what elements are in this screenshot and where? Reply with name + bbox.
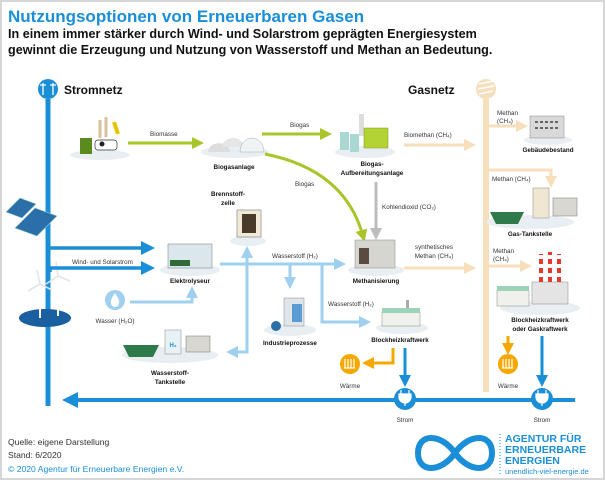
gas-station-label: Gas-Tankstelle (508, 231, 553, 238)
source-text: Quelle: eigene Darstellung (8, 437, 109, 447)
power-plant-label-2: oder Gaskraftwerk (512, 326, 568, 333)
hydrogen-flow-label: Wasserstoff (H₂) (272, 253, 318, 260)
buildings-icon (524, 115, 572, 145)
biogas-upgrading-label-2: Aufbereitungsanlage (341, 170, 404, 177)
biogas-upgrading-icon (335, 114, 395, 158)
methanation-icon (348, 239, 404, 276)
water-label: Wasser (H₂O) (96, 318, 135, 325)
power-grid-icon (38, 79, 58, 99)
hydrogen-station-label-1: Wasserstoff- (151, 370, 189, 377)
wind-turbines-icon (19, 261, 71, 327)
power-label: Strom (397, 417, 414, 424)
heat-label: Wärme (340, 383, 361, 390)
hydrogen-chp-flow-label: Wasserstoff (H₂) (328, 301, 374, 308)
power-plant-label-1: Blockheizkraftwerk (511, 317, 569, 324)
water-icon (105, 290, 125, 310)
svg-text:H₂: H₂ (170, 343, 177, 349)
chp-label: Blockheizkraftwerk (371, 337, 429, 344)
biomass-icon (70, 117, 130, 160)
logo-line-1: AGENTUR FÜR (505, 432, 582, 445)
synthetic-methane-label-1: synthetisches (415, 244, 453, 251)
hydrogen-station-label-2: Tankstelle (155, 379, 186, 386)
biogas-to-methanation-arrow (264, 152, 368, 242)
power-plant-heat-label: Wärme (498, 383, 519, 390)
methane-power-plant-label-2: (CH₄) (493, 256, 509, 263)
electrolyser-label: Elektrolyseur (170, 278, 210, 285)
heat-icon (498, 354, 518, 374)
logo-url[interactable]: unendlich-viel-energie.de (505, 467, 589, 476)
subtitle-line-2: gewinnt die Erzeugung und Nutzung von Wa… (8, 43, 492, 57)
methane-buildings-label-2: (CH₄) (497, 118, 513, 125)
solar-panels-icon (5, 197, 58, 237)
biomass-flow-label: Biomasse (150, 131, 178, 138)
biogas-plant-icon (201, 137, 269, 158)
gas-grid-icon (476, 79, 496, 99)
agency-logo[interactable]: AGENTUR FÜR ERNEUERBARE ENERGIEN unendli… (414, 432, 589, 476)
hydrogen-to-station-arrow (226, 264, 249, 358)
logo-line-2: ERNEUERBARE (505, 444, 586, 456)
chp-heat-arrow (362, 348, 395, 369)
heat-icon (340, 354, 360, 374)
power-plug-icon[interactable] (394, 388, 416, 410)
fuel-cell-label-1: Brennstoff- (211, 191, 245, 198)
biogas-flow-label: Biogas (290, 122, 309, 129)
logo-line-3: ENERGIEN (505, 455, 560, 467)
biogas-curve-label: Biogas (295, 181, 314, 188)
date-text: Stand: 6/2020 (8, 450, 62, 460)
industry-label: Industrieprozesse (263, 340, 317, 347)
buildings-label: Gebäudebestand (522, 147, 573, 154)
biomethane-flow-label: Biomethan (CH₄) (404, 132, 452, 139)
power-plug-icon[interactable] (531, 388, 553, 410)
methane-gas-station-label: Methan (CH₄) (492, 176, 531, 183)
hydrogen-to-chp-arrow (320, 264, 371, 328)
gas-station-icon (486, 187, 578, 229)
methane-to-gas-station-arrow (486, 168, 557, 188)
power-plant-icon (496, 252, 580, 315)
wind-power-arrow (48, 261, 155, 275)
power-plant-power-label: Strom (534, 417, 551, 424)
co2-flow-label: Kohlendioxid (CO₂) (382, 204, 436, 211)
biogas-plant-label: Biogasanlage (214, 164, 255, 171)
synthetic-methane-label-2: Methan (CH₄) (415, 253, 454, 260)
subtitle-line-1: In einem immer stärker durch Wind- und S… (8, 27, 477, 41)
hydrogen-station-icon: H₂ (122, 329, 218, 363)
power-grid-label: Stromnetz (64, 83, 123, 97)
water-flow-arrow (130, 286, 198, 304)
gas-grid-label: Gasnetz (408, 83, 455, 97)
methanation-label: Methanisierung (353, 278, 400, 285)
fuel-cell-icon (230, 209, 266, 246)
electrolyser-icon (160, 243, 220, 276)
copyright-text: © 2020 Agentur für Erneuerbare Energien … (8, 464, 184, 474)
methane-power-plant-label-1: Methan (493, 248, 515, 255)
page-title: Nutzungsoptionen von Erneuerbaren Gasen (8, 7, 364, 26)
methane-buildings-label-1: Methan (497, 110, 519, 117)
biogas-upgrading-label-1: Biogas- (360, 161, 383, 168)
industry-icon (264, 297, 316, 336)
chp-icon (376, 300, 428, 334)
fuel-cell-label-2: zelle (221, 200, 235, 207)
wind-solar-flow-label: Wind- und Solarstrom (72, 259, 133, 266)
